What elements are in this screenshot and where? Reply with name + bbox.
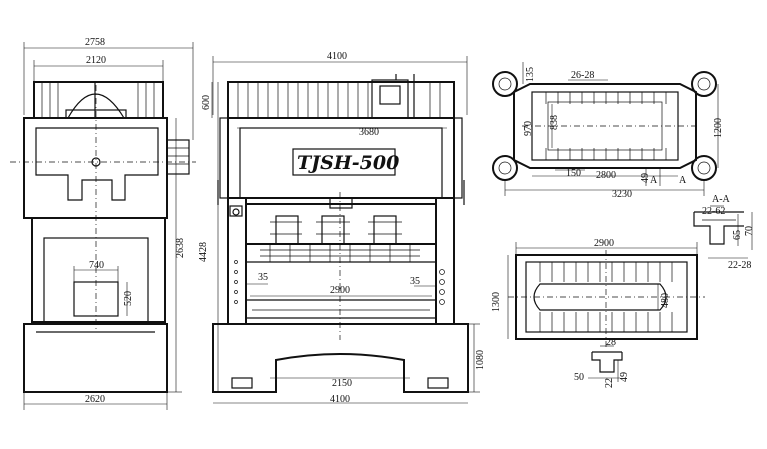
bolster-center-slot — [533, 283, 667, 311]
dim-front-top-h: 600 — [201, 95, 212, 110]
dim-top-overall-w: 3230 — [612, 189, 632, 200]
dim-top-inner-w: 2800 — [596, 170, 616, 181]
dim-bolster-center: 480 — [660, 293, 671, 308]
dim-side-base-w: 2620 — [85, 394, 105, 405]
top-body — [513, 83, 697, 169]
side-view: 2758 2120 740 520 2638 — [10, 37, 196, 410]
side-body — [23, 117, 168, 219]
dim-front-bolster: 2900 — [330, 285, 350, 296]
dim-front-base-inner: 2150 — [332, 378, 352, 389]
dim-aa-top: 22-62 — [702, 206, 725, 217]
dim-side-top-inner: 2120 — [86, 55, 106, 66]
front-right-column — [435, 197, 455, 325]
front-base — [212, 323, 469, 393]
dim-top-sec-left: 49 — [640, 173, 651, 183]
dim-bolster-bottom-a: 50 — [574, 372, 584, 383]
dim-front-side-l: 35 — [258, 272, 268, 283]
dim-front-base-h: 1080 — [475, 350, 486, 370]
dim-top-left-b: 838 — [549, 115, 560, 130]
bolster-view: 2900 1300 480 28 50 22 49 — [491, 238, 705, 388]
dim-side-window-h: 520 — [123, 291, 134, 306]
dim-top-sec-tag: A — [650, 175, 658, 186]
dim-top-tick: 135 — [525, 67, 536, 82]
front-slide — [245, 203, 437, 245]
section-aa-profile — [693, 211, 744, 245]
side-flywheel-box — [166, 139, 190, 175]
section-aa: A-A 22-62 65 70 22-28 — [693, 194, 755, 271]
dim-top-left-a: 970 — [523, 121, 534, 136]
dim-front-top-overall: 4100 — [327, 51, 347, 62]
dim-aa-h2: 70 — [744, 226, 755, 236]
dim-top-right-h: 1200 — [713, 118, 724, 138]
side-opening — [73, 281, 119, 317]
dim-top-small: 150 — [566, 168, 581, 179]
side-window — [43, 237, 149, 323]
logo-text: TJSH-500 — [297, 152, 399, 174]
front-top-rail — [227, 81, 455, 119]
dim-aa-h1: 65 — [732, 230, 743, 240]
dim-top-slot-spacing: 26-28 — [571, 70, 594, 81]
bolster-tslot — [591, 351, 623, 373]
dim-bolster-bottom-c: 49 — [619, 372, 630, 382]
side-top-rail — [33, 81, 164, 119]
side-base — [23, 323, 168, 393]
bolster-body — [515, 254, 698, 340]
logo-plate — [292, 148, 396, 176]
dim-top-sec-right: A — [679, 175, 687, 186]
dim-aa-bottom: 22-28 — [728, 260, 751, 271]
dim-side-top-overall: 2758 — [85, 37, 105, 48]
section-aa-title: A-A — [712, 194, 731, 205]
dim-side-window-w: 740 — [89, 260, 104, 271]
front-bolster — [245, 299, 437, 319]
dim-bolster-height: 1300 — [491, 292, 502, 312]
dim-bolster-bottom-b: 22 — [604, 378, 615, 388]
dim-bolster-overall-w: 2900 — [594, 238, 614, 249]
dim-front-height: 4428 — [198, 242, 209, 262]
dim-front-crown-w: 3680 — [359, 127, 379, 138]
dim-front-side-r: 35 — [410, 276, 420, 287]
lug-tl — [492, 71, 518, 97]
top-view: 26-28 135 970 838 1200 150 2800 49 A A 3… — [492, 62, 724, 200]
front-view: 4100 600 3680 TJSH-500 — [198, 51, 486, 405]
dim-bolster-slot-w: 28 — [606, 337, 616, 348]
dim-front-base-w: 4100 — [330, 394, 350, 405]
lug-tr — [691, 71, 717, 97]
dim-side-height: 2638 — [175, 238, 186, 258]
